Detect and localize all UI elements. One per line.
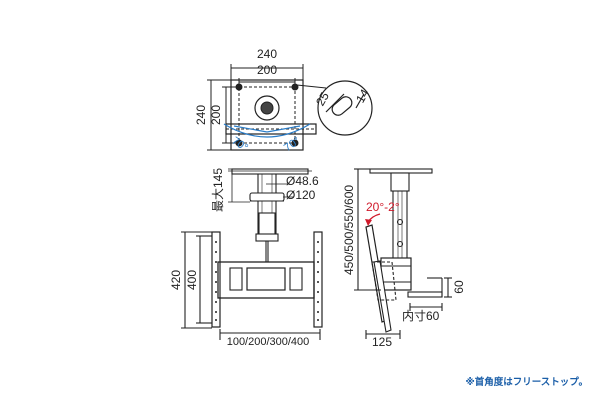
top-width-outer: 240 <box>257 47 277 61</box>
slot-dim-a: 25 <box>313 89 332 108</box>
max-145-label: 最大145 <box>211 168 225 212</box>
angle-left: 70° <box>229 135 250 154</box>
front-height-outer: 420 <box>169 270 183 290</box>
slot-detail <box>317 80 373 136</box>
angle-right: 70° <box>282 135 303 154</box>
depth-125: 125 <box>372 335 392 349</box>
side-view <box>354 168 452 339</box>
top-width-inner: 200 <box>257 63 277 77</box>
top-view <box>207 64 327 151</box>
swivel-arc <box>223 123 311 138</box>
vesa-widths: 100/200/300/400 <box>227 336 310 348</box>
pole-lengths: 450/500/550/600 <box>342 185 356 275</box>
front-view <box>181 168 323 340</box>
slot-dim-b: 14 <box>353 86 372 105</box>
pipe-diameter: Ø48.6 <box>286 174 319 188</box>
footnote: ※首角度はフリーストップ。 <box>465 377 588 388</box>
dim-60-vertical: 60 <box>452 280 466 294</box>
flange-diameter: Ø120 <box>286 188 316 202</box>
front-height-inner: 400 <box>185 270 199 290</box>
top-height-inner: 200 <box>209 105 223 125</box>
rail-holes <box>215 241 319 321</box>
inner-60: 内寸60 <box>402 309 440 323</box>
tilt-range: 20°-2° <box>366 200 400 214</box>
tilt-arrow <box>365 213 381 226</box>
top-height-outer: 240 <box>194 105 208 125</box>
